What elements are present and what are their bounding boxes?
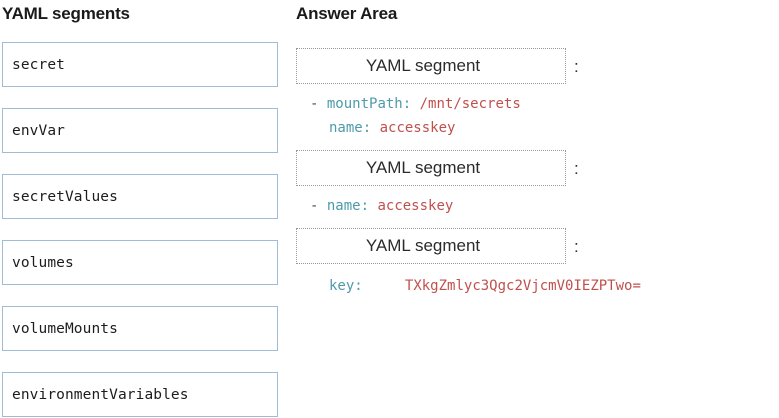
segment-tile-volumes[interactable]: volumes xyxy=(2,240,278,285)
yaml-segments-list: secret envVar secretValues volumes volum… xyxy=(2,42,278,417)
answer-block: YAML segment : key: TXkgZmlyc3Qgc2VjcmV0… xyxy=(296,228,776,298)
segment-tile-secretvalues[interactable]: secretValues xyxy=(2,174,278,219)
yaml-value: accesskey xyxy=(379,120,456,136)
segment-tile-volumemounts[interactable]: volumeMounts xyxy=(2,306,278,351)
yaml-value: TXkgZmlyc3Qgc2VjcmV0IEZPTwo= xyxy=(404,278,641,294)
yaml-line: - mountPath: /mnt/secrets xyxy=(296,92,776,116)
segment-tile-environmentvariables[interactable]: environmentVariables xyxy=(2,372,278,417)
answer-area: YAML segment : - mountPath: /mnt/secrets… xyxy=(296,48,776,298)
segment-tile-secret[interactable]: secret xyxy=(2,42,278,87)
yaml-colon: : xyxy=(360,198,370,214)
segment-tile-label: envVar xyxy=(12,122,65,139)
yaml-key: key xyxy=(329,278,355,294)
answer-area-heading: Answer Area xyxy=(296,4,398,23)
dropzone-row: YAML segment : xyxy=(296,228,776,264)
colon-separator: : xyxy=(574,236,579,256)
yaml-segments-heading: YAML segments xyxy=(2,4,130,23)
yaml-line: name: accesskey xyxy=(296,116,776,140)
yaml-value: /mnt/secrets xyxy=(419,96,521,112)
answer-block: YAML segment : - name: accesskey xyxy=(296,150,776,222)
yaml-line: key: TXkgZmlyc3Qgc2VjcmV0IEZPTwo= xyxy=(296,274,776,298)
colon-separator: : xyxy=(574,158,579,178)
yaml-colon: : xyxy=(362,120,372,136)
dropzone-placeholder-label: YAML segment xyxy=(365,236,481,255)
answer-block: YAML segment : - mountPath: /mnt/secrets… xyxy=(296,48,776,144)
segment-tile-label: secret xyxy=(12,56,65,73)
segment-tile-label: volumeMounts xyxy=(12,320,118,337)
segment-tile-label: environmentVariables xyxy=(12,386,189,403)
yaml-key: name xyxy=(326,198,361,214)
segment-tile-label: volumes xyxy=(12,254,74,271)
segment-tile-envvar[interactable]: envVar xyxy=(2,108,278,153)
dropzone-row: YAML segment : xyxy=(296,150,776,186)
yaml-code-block: - name: accesskey xyxy=(296,186,776,222)
yaml-dash: - xyxy=(310,198,319,214)
yaml-segment-dropzone-1[interactable]: YAML segment xyxy=(296,48,566,84)
dropzone-row: YAML segment : xyxy=(296,48,776,84)
dropzone-placeholder-label: YAML segment xyxy=(365,56,481,75)
yaml-colon: : xyxy=(354,278,363,294)
segment-tile-label: secretValues xyxy=(12,188,118,205)
yaml-code-block: - mountPath: /mnt/secrets name: accesske… xyxy=(296,84,776,144)
dropzone-placeholder-label: YAML segment xyxy=(365,158,481,177)
yaml-key: name xyxy=(329,120,363,136)
yaml-colon: : xyxy=(402,96,412,112)
yaml-value: accesskey xyxy=(377,198,454,214)
colon-separator: : xyxy=(574,56,579,76)
yaml-segment-dropzone-3[interactable]: YAML segment xyxy=(296,228,566,264)
yaml-code-block: key: TXkgZmlyc3Qgc2VjcmV0IEZPTwo= xyxy=(296,264,776,298)
yaml-key: mountPath xyxy=(326,96,403,112)
yaml-line: - name: accesskey xyxy=(296,194,776,218)
yaml-dash: - xyxy=(310,96,319,112)
yaml-segment-dropzone-2[interactable]: YAML segment xyxy=(296,150,566,186)
